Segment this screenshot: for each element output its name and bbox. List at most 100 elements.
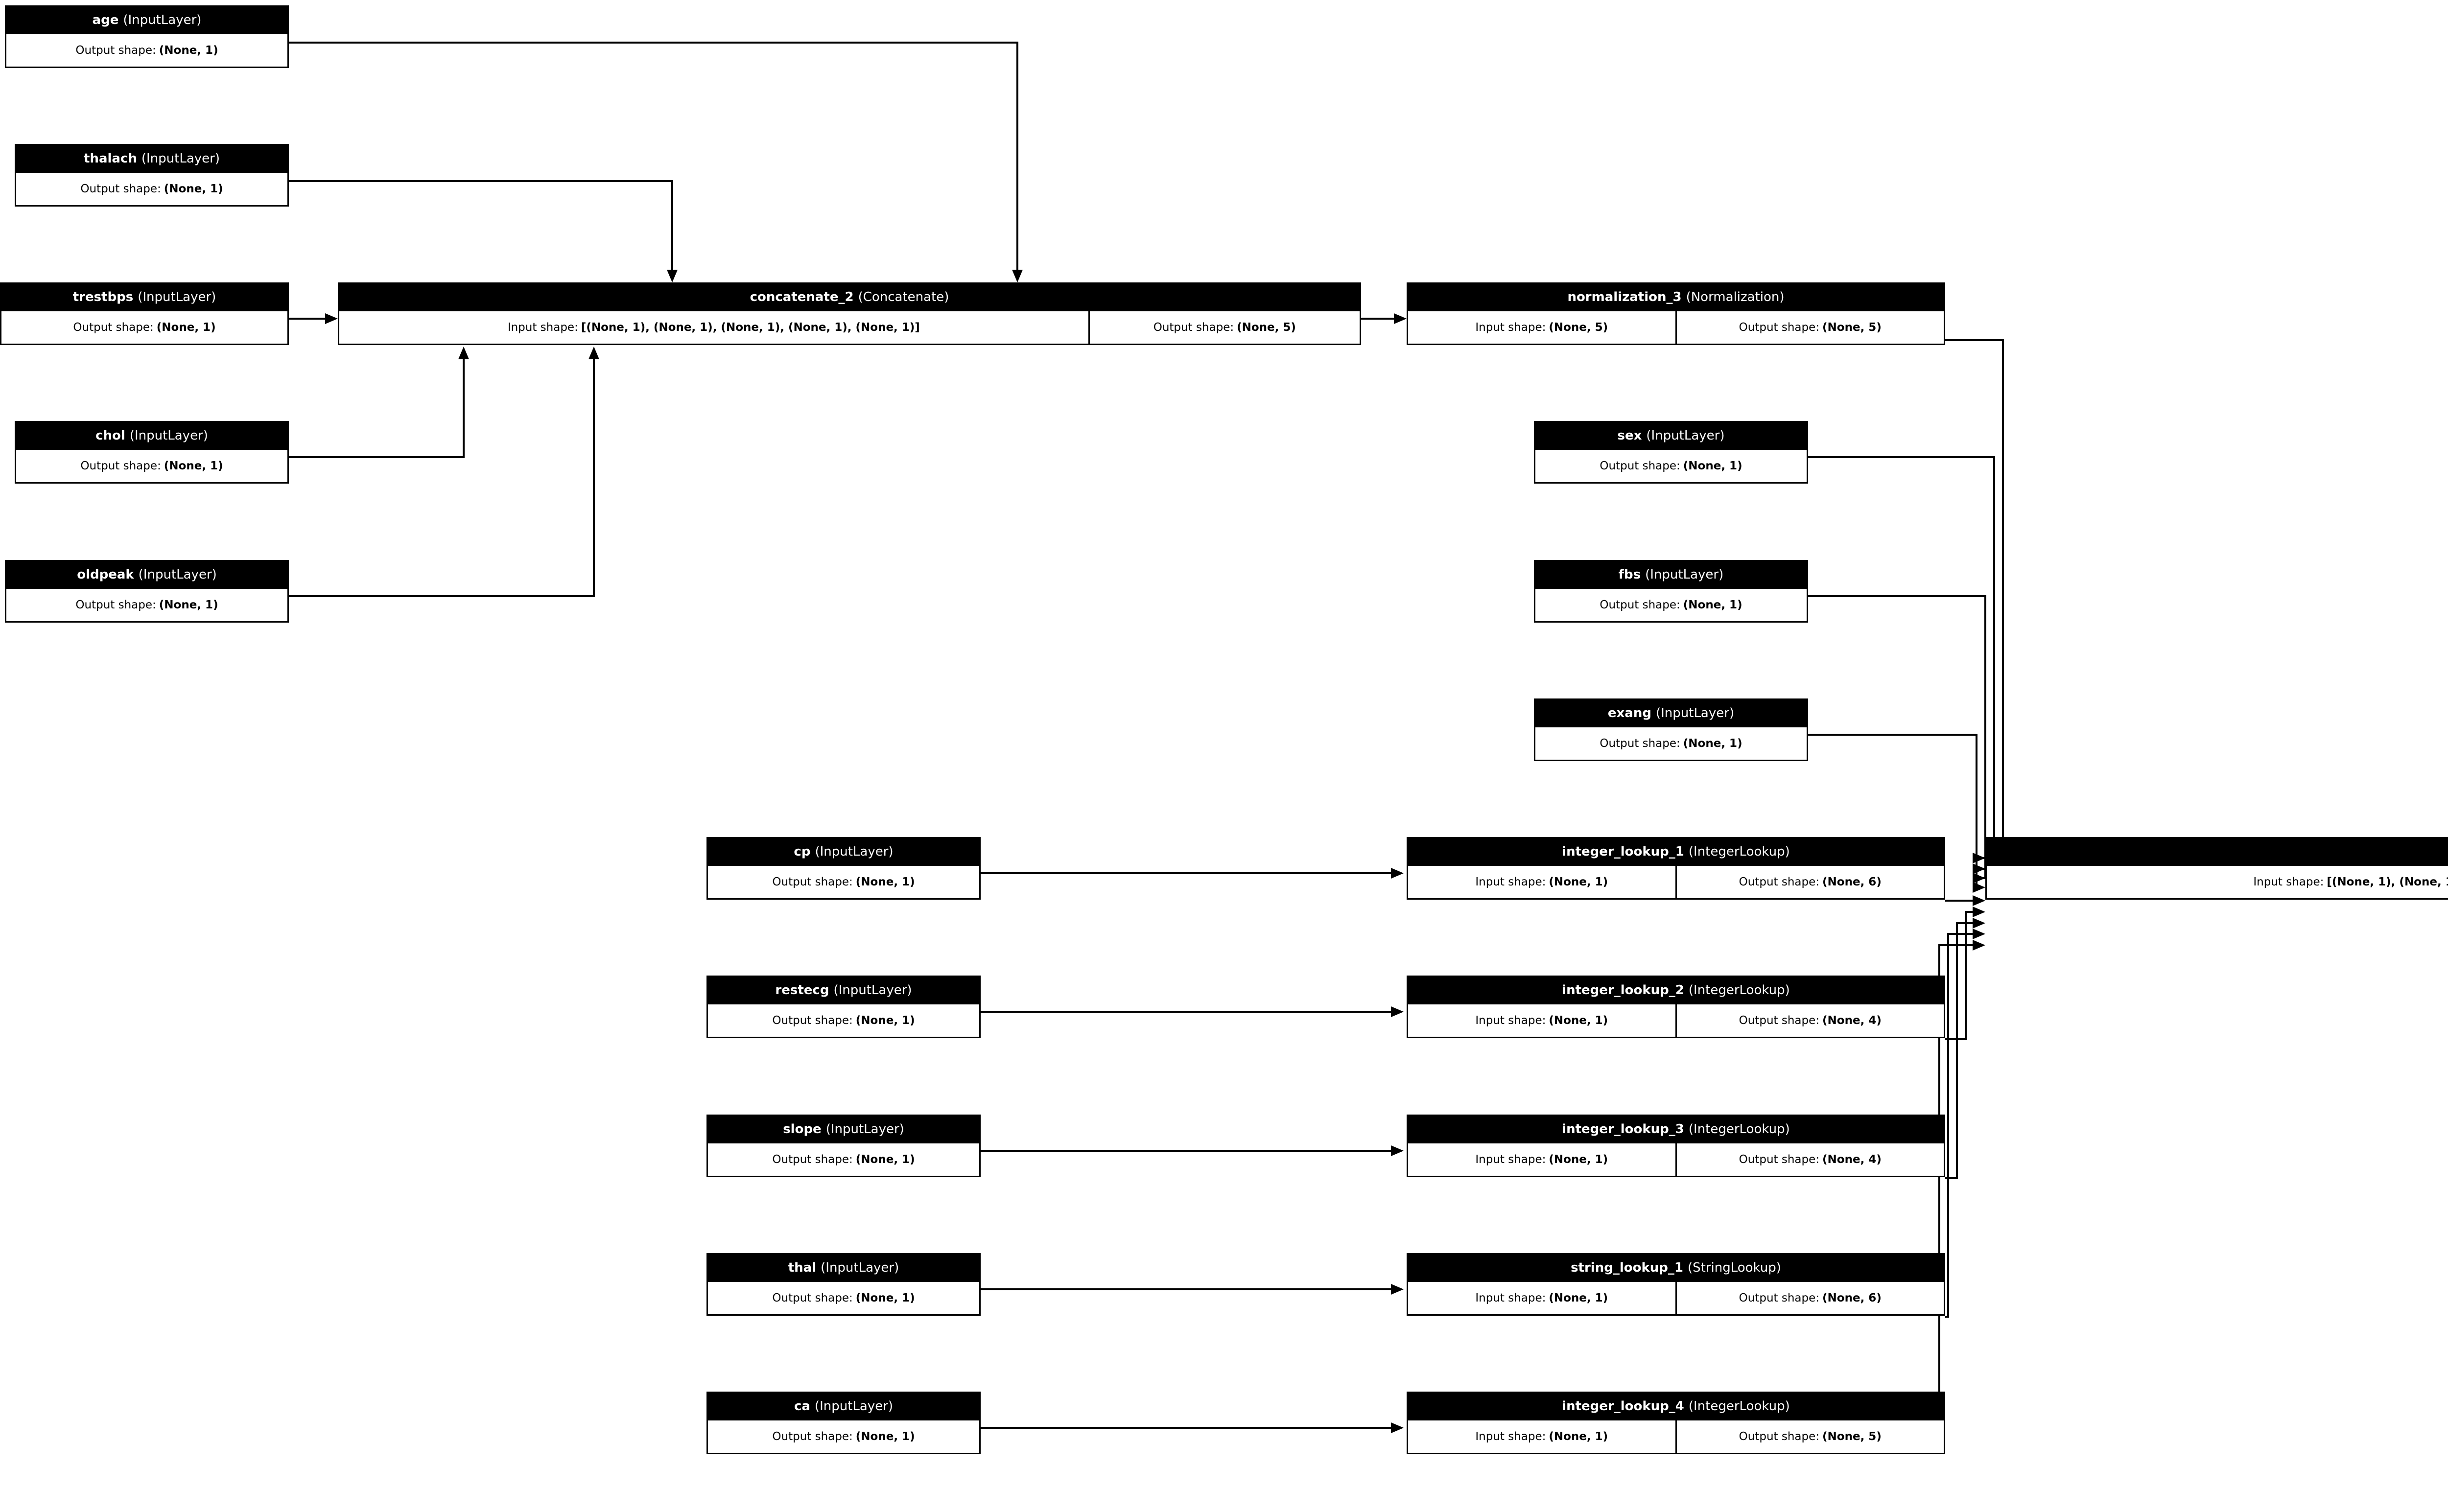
node-trestbps-title: trestbps(InputLayer) [1, 284, 287, 310]
node-exang-output-value: (None, 1) [1683, 737, 1742, 750]
node-string-lookup-1[interactable]: string_lookup_1(StringLookup) Input shap… [1407, 1253, 1945, 1316]
node-thal-output-label: Output shape: [772, 1292, 853, 1304]
node-ca[interactable]: ca(InputLayer) Output shape:(None, 1) [706, 1392, 981, 1454]
node-thalach-class: (InputLayer) [141, 151, 220, 166]
node-restecg-shape-row: Output shape:(None, 1) [708, 1003, 979, 1037]
node-restecg[interactable]: restecg(InputLayer) Output shape:(None, … [706, 976, 981, 1038]
node-ca-shape-row: Output shape:(None, 1) [708, 1419, 979, 1453]
node-normalization-3-output-label: Output shape: [1739, 321, 1820, 334]
node-restecg-class: (InputLayer) [833, 982, 912, 998]
node-age[interactable]: age(InputLayer) Output shape:(None, 1) [5, 5, 289, 68]
node-sex[interactable]: sex (InputLayer) Output shape:(None, 1) [1534, 421, 1808, 484]
node-integer-lookup-3-output-label: Output shape: [1739, 1153, 1820, 1166]
node-chol-output-value: (None, 1) [164, 460, 223, 472]
edge-integerlookup4-to-concatenate3-arrow [1973, 940, 1985, 951]
node-thal-class: (InputLayer) [821, 1260, 899, 1275]
node-concatenate-2[interactable]: concatenate_2(Concatenate) Input shape:[… [338, 282, 1361, 345]
edge-age-to-concatenate2-vertical [1016, 42, 1018, 271]
node-sex-output-label: Output shape: [1600, 460, 1680, 472]
node-integer-lookup-1-input-shape: Input shape:(None, 1) [1408, 866, 1675, 898]
edge-thal-to-stringlookup1-horizontal [981, 1288, 1394, 1290]
node-slope-class: (InputLayer) [825, 1121, 904, 1137]
node-concatenate-3[interactable]: concatenate_3(Concatenate) Input shape:[… [1985, 837, 2448, 900]
node-string-lookup-1-class: (StringLookup) [1687, 1260, 1781, 1275]
node-oldpeak[interactable]: oldpeak(InputLayer) Output shape:(None, … [5, 560, 289, 623]
node-integer-lookup-3-shape-row: Input shape:(None, 1) Output shape:(None… [1408, 1142, 1944, 1176]
node-thalach-output-shape: Output shape:(None, 1) [16, 173, 287, 205]
node-cp[interactable]: cp(InputLayer) Output shape:(None, 1) [706, 837, 981, 900]
node-restecg-output-value: (None, 1) [855, 1014, 915, 1027]
node-string-lookup-1-input-shape: Input shape:(None, 1) [1408, 1282, 1675, 1314]
node-sex-output-value: (None, 1) [1683, 460, 1742, 472]
edge-trestbps-to-concatenate2-arrow [325, 313, 338, 324]
node-integer-lookup-1-output-value: (None, 6) [1822, 876, 1882, 888]
node-integer-lookup-2-output-shape: Output shape:(None, 4) [1675, 1004, 1944, 1037]
node-integer-lookup-4[interactable]: integer_lookup_4(IntegerLookup) Input sh… [1407, 1392, 1945, 1454]
edge-integerlookup3-to-concatenate3-entry [1956, 922, 1976, 924]
edge-thalach-to-concatenate2-horizontal [289, 180, 673, 182]
node-slope-output-value: (None, 1) [855, 1153, 915, 1166]
node-sex-title: sex (InputLayer) [1535, 422, 1807, 448]
node-cp-output-value: (None, 1) [855, 876, 915, 888]
edge-stringlookup1-to-concatenate3-arrow [1973, 929, 1985, 939]
node-sex-shape-row: Output shape:(None, 1) [1535, 448, 1807, 482]
node-integer-lookup-1-output-label: Output shape: [1739, 876, 1820, 888]
node-integer-lookup-2[interactable]: integer_lookup_2(IntegerLookup) Input sh… [1407, 976, 1945, 1038]
node-integer-lookup-3-input-label: Input shape: [1475, 1153, 1546, 1166]
edge-integerlookup3-to-concatenate3-vertical [1956, 922, 1958, 1179]
node-normalization-3-output-value: (None, 5) [1822, 321, 1882, 334]
edge-normalization3-to-concatenate3-arrow [1973, 853, 1985, 863]
node-integer-lookup-3-input-value: (None, 1) [1549, 1153, 1608, 1166]
edge-chol-to-concatenate2-arrow [458, 347, 469, 359]
node-exang-output-shape: Output shape:(None, 1) [1535, 727, 1807, 760]
node-fbs-name: fbs [1618, 567, 1641, 582]
node-thalach[interactable]: thalach(InputLayer) Output shape:(None, … [15, 144, 289, 207]
edge-oldpeak-to-concatenate2-horizontal [289, 595, 595, 597]
node-integer-lookup-4-output-value: (None, 5) [1822, 1430, 1882, 1443]
node-integer-lookup-4-class: (IntegerLookup) [1688, 1398, 1790, 1414]
edge-exang-to-concatenate3-arrow [1973, 882, 1985, 893]
node-integer-lookup-1[interactable]: integer_lookup_1(IntegerLookup) Input sh… [1407, 837, 1945, 900]
node-thalach-output-value: (None, 1) [164, 183, 223, 195]
node-integer-lookup-2-input-value: (None, 1) [1549, 1014, 1608, 1027]
node-cp-output-label: Output shape: [772, 876, 853, 888]
node-fbs-class: (InputLayer) [1645, 567, 1724, 582]
node-fbs[interactable]: fbs(InputLayer) Output shape:(None, 1) [1534, 560, 1808, 623]
node-oldpeak-class: (InputLayer) [138, 567, 217, 582]
node-string-lookup-1-shape-row: Input shape:(None, 1) Output shape:(None… [1408, 1280, 1944, 1314]
edge-integerlookup1-to-concatenate3-horizontal [1945, 900, 1976, 902]
node-exang-shape-row: Output shape:(None, 1) [1535, 726, 1807, 760]
node-age-class: (InputLayer) [123, 12, 202, 27]
edge-integerlookup3-to-concatenate3-arrow [1973, 918, 1985, 929]
edge-integerlookup1-to-concatenate3-arrow [1973, 895, 1985, 906]
node-fbs-title: fbs (InputLayer) [1535, 561, 1807, 587]
node-age-name: age [92, 12, 119, 27]
node-concatenate-2-output-label: Output shape: [1153, 321, 1234, 334]
node-thalach-shape-row: Output shape:(None, 1) [16, 171, 287, 205]
node-fbs-output-label: Output shape: [1600, 599, 1680, 611]
node-thal-output-shape: Output shape:(None, 1) [708, 1282, 979, 1314]
node-oldpeak-name: oldpeak [77, 567, 134, 582]
node-chol-name: chol [95, 428, 125, 443]
node-age-output-value: (None, 1) [159, 44, 218, 57]
node-integer-lookup-2-input-label: Input shape: [1475, 1014, 1546, 1027]
node-thal[interactable]: thal(InputLayer) Output shape:(None, 1) [706, 1253, 981, 1316]
node-normalization-3-class: (Normalization) [1686, 289, 1785, 304]
node-sex-output-shape: Output shape:(None, 1) [1535, 450, 1807, 482]
node-chol[interactable]: chol(InputLayer) Output shape:(None, 1) [15, 421, 289, 484]
node-exang[interactable]: exang(InputLayer) Output shape:(None, 1) [1534, 698, 1808, 761]
node-sex-name: sex [1617, 428, 1642, 443]
node-sex-class: (InputLayer) [1646, 428, 1725, 443]
node-integer-lookup-3[interactable]: integer_lookup_3(IntegerLookup) Input sh… [1407, 1115, 1945, 1177]
node-slope[interactable]: slope(InputLayer) Output shape:(None, 1) [706, 1115, 981, 1177]
node-slope-output-shape: Output shape:(None, 1) [708, 1143, 979, 1176]
node-normalization-3[interactable]: normalization_3(Normalization) Input sha… [1407, 282, 1945, 345]
node-restecg-output-shape: Output shape:(None, 1) [708, 1004, 979, 1037]
node-concatenate-3-input-value: [(None, 1), (None, 1), (None, 1), (None,… [2327, 876, 2448, 888]
edge-integerlookup3-to-concatenate3-horizontal [1945, 1177, 1958, 1179]
node-concatenate-2-input-value: [(None, 1), (None, 1), (None, 1), (None,… [581, 321, 920, 334]
node-trestbps[interactable]: trestbps(InputLayer) Output shape:(None,… [0, 282, 289, 345]
node-age-title: age (InputLayer) [6, 7, 287, 33]
edge-exang-to-concatenate3-vertical [1976, 734, 1977, 888]
node-normalization-3-name: normalization_3 [1567, 289, 1682, 304]
